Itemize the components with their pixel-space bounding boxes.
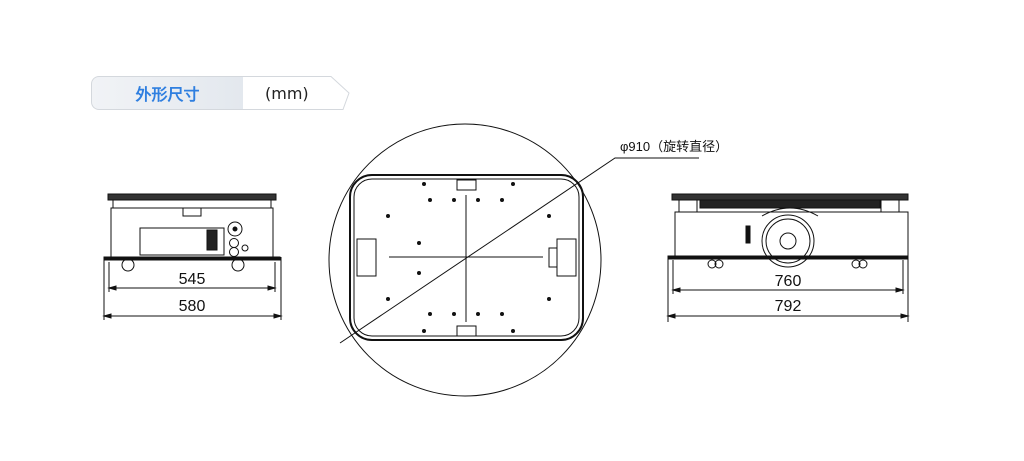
- header-title: 外形尺寸: [91, 76, 243, 110]
- dim-760: 760: [775, 273, 802, 290]
- dim-792: 792: [775, 298, 802, 315]
- header-outline: [243, 76, 350, 110]
- rotation-circle: [328, 123, 602, 397]
- section-header: 外形尺寸 (mm): [91, 76, 350, 110]
- rotation-diameter-label: φ910（旋转直径）: [620, 139, 728, 154]
- front-view: [666, 193, 910, 322]
- dim-580: 580: [179, 298, 206, 315]
- top-view: [328, 123, 699, 397]
- dim-545: 545: [179, 271, 206, 288]
- header-unit: (mm): [265, 83, 309, 103]
- side-view: [102, 193, 283, 320]
